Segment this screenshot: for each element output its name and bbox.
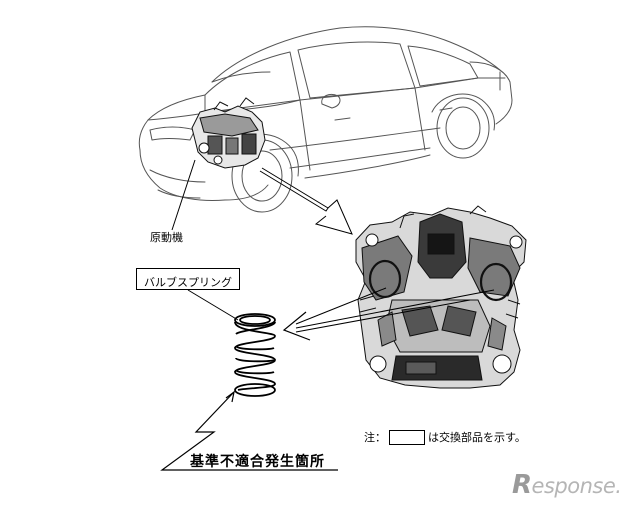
arrow-icon (259, 167, 353, 235)
defect-location-label: 基準不適合発生箇所 (190, 454, 325, 470)
watermark-initial: R (512, 470, 532, 500)
engine-icon (191, 97, 266, 169)
watermark-rest: esponse. (531, 474, 622, 498)
watermark-logo: Response. (512, 470, 622, 500)
note-prefix: 注： (364, 431, 386, 444)
part-label-box: バルブスプリング (136, 268, 240, 290)
note: 注： は交換部品を示す。 (364, 429, 526, 445)
valve-spring-icon (234, 313, 276, 397)
part-label: バルブスプリング (144, 276, 232, 289)
engine-detail (355, 205, 527, 389)
car-outline-icon (138, 26, 513, 213)
engine-label: 原動機 (150, 231, 183, 244)
note-legend-box (389, 429, 425, 445)
note-suffix: は交換部品を示す。 (428, 431, 526, 444)
